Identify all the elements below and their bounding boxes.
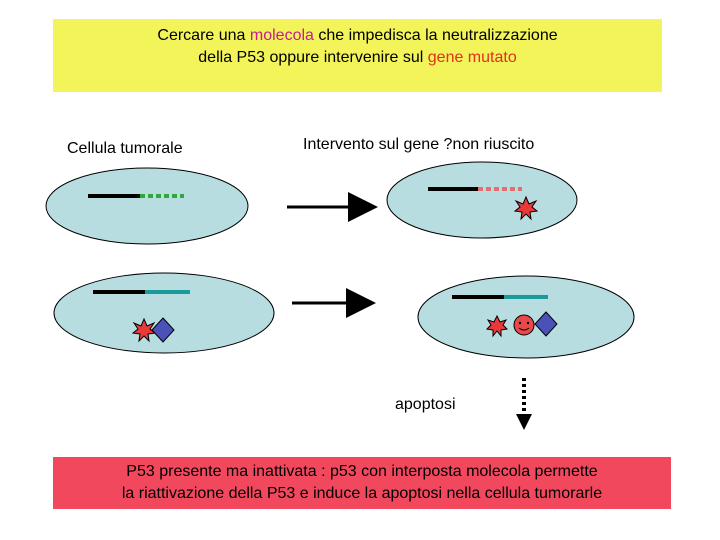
gene-intervention-label: Intervento sul gene ?non riuscito — [303, 136, 535, 153]
footer-box: P53 presente ma inattivata : p53 con int… — [53, 457, 671, 509]
header-text: che impedisca la neutralizzazione — [313, 27, 558, 44]
p53-star-icon — [485, 314, 509, 338]
cell-after-molecule — [417, 275, 635, 359]
tumor-cell-bottom — [53, 272, 275, 354]
footer-line-1: P53 presente ma inattivata : p53 con int… — [126, 463, 598, 480]
header-line-2: della P53 oppure intervenire sul gene mu… — [54, 47, 661, 69]
header-text: della P53 oppure intervenire sul — [198, 49, 428, 66]
inhibitor-diamond-icon — [534, 311, 558, 337]
footer-line-2: la riattivazione della P53 e induce la a… — [121, 485, 603, 502]
header-box: Cercare una molecola che impedisca la ne… — [53, 19, 662, 92]
header-line-1: Cercare una molecola che impedisca la ne… — [54, 25, 661, 47]
tumor-cell-label: Cellula tumorale — [67, 140, 183, 157]
inhibitor-diamond-icon — [151, 317, 175, 343]
p53-star-icon — [513, 195, 539, 221]
p53-star-icon — [131, 317, 157, 343]
cell-after-intervention — [386, 161, 578, 239]
apoptosis-label: apoptosi — [395, 396, 456, 413]
molecule-face-icon — [513, 314, 535, 336]
mutated-gene-highlight: gene mutato — [427, 49, 517, 66]
arrow-down-apoptosis — [516, 378, 532, 430]
header-text: Cercare una — [157, 27, 250, 44]
molecule-highlight: molecola — [249, 27, 314, 44]
tumor-cell-top — [45, 167, 249, 245]
